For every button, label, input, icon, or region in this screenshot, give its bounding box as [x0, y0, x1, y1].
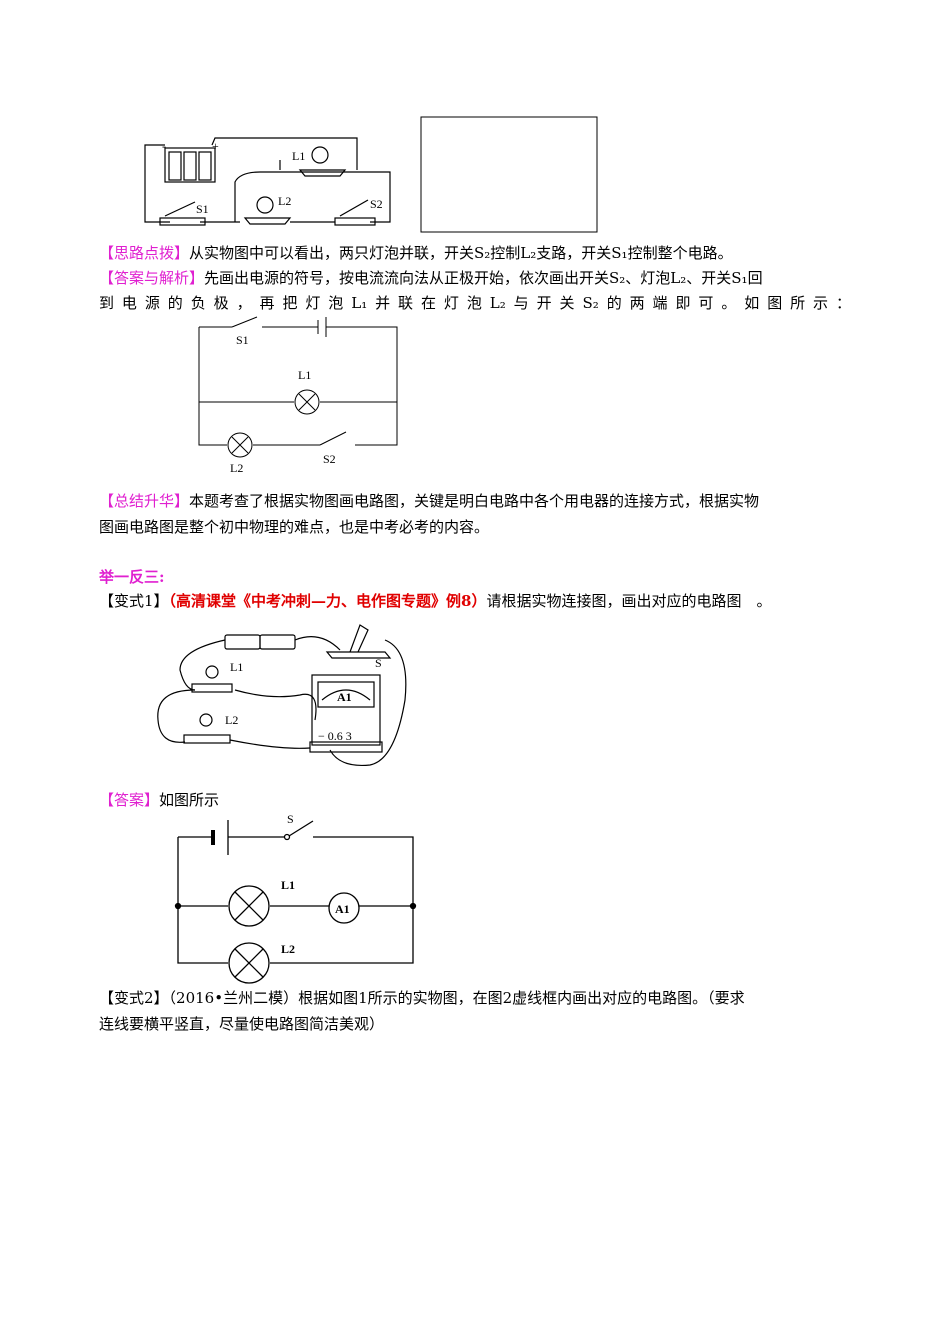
wire — [144, 144, 170, 223]
summary-line-2: 图画电路图是整个初中物理的难点，也是中考必考的内容。 — [99, 518, 490, 536]
answer-text: 如图所示 — [159, 791, 220, 809]
switch-s1-icon — [231, 316, 258, 328]
answer-tag: 【答案】 — [99, 791, 160, 809]
ammeter-icon — [328, 892, 360, 924]
variant1-text: 请根据实物连接图，画出对应的电路图 。 — [486, 592, 772, 610]
battery-icon — [164, 147, 216, 183]
a1-label: A1 — [337, 690, 352, 704]
wire — [157, 689, 196, 743]
hint-paragraph: 【思路点拨】从实物图中可以看出，两只灯泡并联，开关S₂控制L₂支路，开关S₁控制… — [99, 243, 733, 263]
junction-dot — [174, 902, 182, 910]
s-label: S — [287, 812, 294, 826]
lamp-l2-icon — [243, 196, 292, 225]
circuit-diagram-1 — [198, 316, 398, 458]
circuit-diagram-2 — [174, 820, 417, 984]
variant2-tag: 【变式2】 — [99, 989, 169, 1007]
lamp-l1-icon — [294, 389, 320, 415]
variant2-line-2: 连线要横平竖直，尽量使电路图简洁美观） — [99, 1015, 385, 1033]
switch-s-icon — [283, 820, 314, 841]
l2-label: L2 — [225, 713, 238, 727]
hint-text: 从实物图中可以看出，两只灯泡并联，开关S₂控制L₂支路，开关S₁控制整个电路。 — [189, 244, 733, 262]
physical-circuit-figure-2 — [157, 624, 407, 767]
l1-label: L1 — [230, 660, 243, 674]
junction-dot — [409, 902, 417, 910]
variant1-source: （高清课堂《中考冲刺—力、电作图专题》例8） — [168, 592, 487, 610]
switch-icon — [325, 624, 392, 659]
variant2-text: （2016•兰州二模）根据如图1所示的实物图，在图2虚线框内画出对应的电路图。（… — [168, 989, 745, 1007]
l1-label: L1 — [298, 368, 311, 382]
answer-analysis-line-2: 到电源的负极，再把灯泡L₁并联在灯泡L₂与开关S₂的两端即可。如图所示： — [99, 294, 851, 312]
variant1-tag: 【变式1】 — [99, 592, 169, 610]
s1-label: S1 — [196, 202, 209, 216]
s1-label: S1 — [236, 333, 249, 347]
lamp-l2-icon — [227, 432, 253, 458]
battery-icon — [317, 317, 327, 337]
lamp-l2-icon — [228, 942, 270, 984]
l2-label: L2 — [278, 194, 291, 208]
l2-label: L2 — [230, 461, 243, 475]
terminals-label: − 0.6 3 — [318, 729, 352, 743]
lamp-l1-icon — [298, 146, 347, 177]
wire — [234, 171, 391, 223]
a1-label: A1 — [335, 902, 350, 916]
wire — [211, 137, 358, 170]
minus-label: - — [162, 139, 166, 153]
plus-label: + — [212, 139, 219, 153]
variant1-line: 【变式1】（高清课堂《中考冲刺—力、电作图专题》例8）请根据实物连接图，画出对应… — [99, 591, 772, 611]
wire — [229, 739, 311, 749]
wire — [179, 639, 226, 691]
l1-label: L1 — [281, 878, 295, 892]
l2-label: L2 — [281, 942, 295, 956]
answer-line: 【答案】如图所示 — [99, 790, 219, 810]
switch-s2-icon — [319, 431, 347, 446]
s2-label: S2 — [323, 452, 336, 466]
answer-analysis-line-1: 【答案与解析】先画出电源的符号，按电流流向法从正极开始，依次画出开关S₂、灯泡L… — [99, 268, 763, 288]
physical-circuit-figure-1 — [144, 137, 391, 226]
summary-line-1: 【总结升华】本题考查了根据实物图画电路图，关键是明白电路中各个用电器的连接方式，… — [99, 491, 759, 511]
lamp-l1-icon — [228, 885, 270, 927]
ammeter-icon — [309, 674, 383, 753]
section-title: 举一反三: — [99, 568, 165, 586]
answer-analysis-text: 先画出电源的符号，按电流流向法从正极开始，依次画出开关S₂、灯泡L₂、开关S₁回 — [204, 269, 763, 287]
wire — [329, 639, 407, 767]
variant2-line-1: 【变式2】（2016•兰州二模）根据如图1所示的实物图，在图2虚线框内画出对应的… — [99, 988, 745, 1008]
wire — [177, 836, 414, 964]
wire — [294, 636, 341, 651]
wire — [198, 326, 398, 446]
switch-s1-icon — [159, 201, 206, 226]
lamp-l2-icon — [183, 713, 231, 744]
switch-s2-icon — [334, 199, 376, 226]
wire — [234, 689, 317, 721]
summary-text: 本题考查了根据实物图画电路图，关键是明白电路中各个用电器的连接方式，根据实物 — [189, 492, 760, 510]
l1-label: L1 — [292, 149, 305, 163]
answer-analysis-tag: 【答案与解析】 — [99, 269, 205, 287]
answer-box — [420, 116, 598, 233]
summary-tag: 【总结升华】 — [99, 492, 190, 510]
s2-label: S2 — [370, 197, 383, 211]
lamp-l1-icon — [191, 665, 233, 693]
s-label: S — [375, 656, 382, 670]
hint-tag: 【思路点拨】 — [99, 244, 190, 262]
battery-icon — [224, 634, 296, 650]
